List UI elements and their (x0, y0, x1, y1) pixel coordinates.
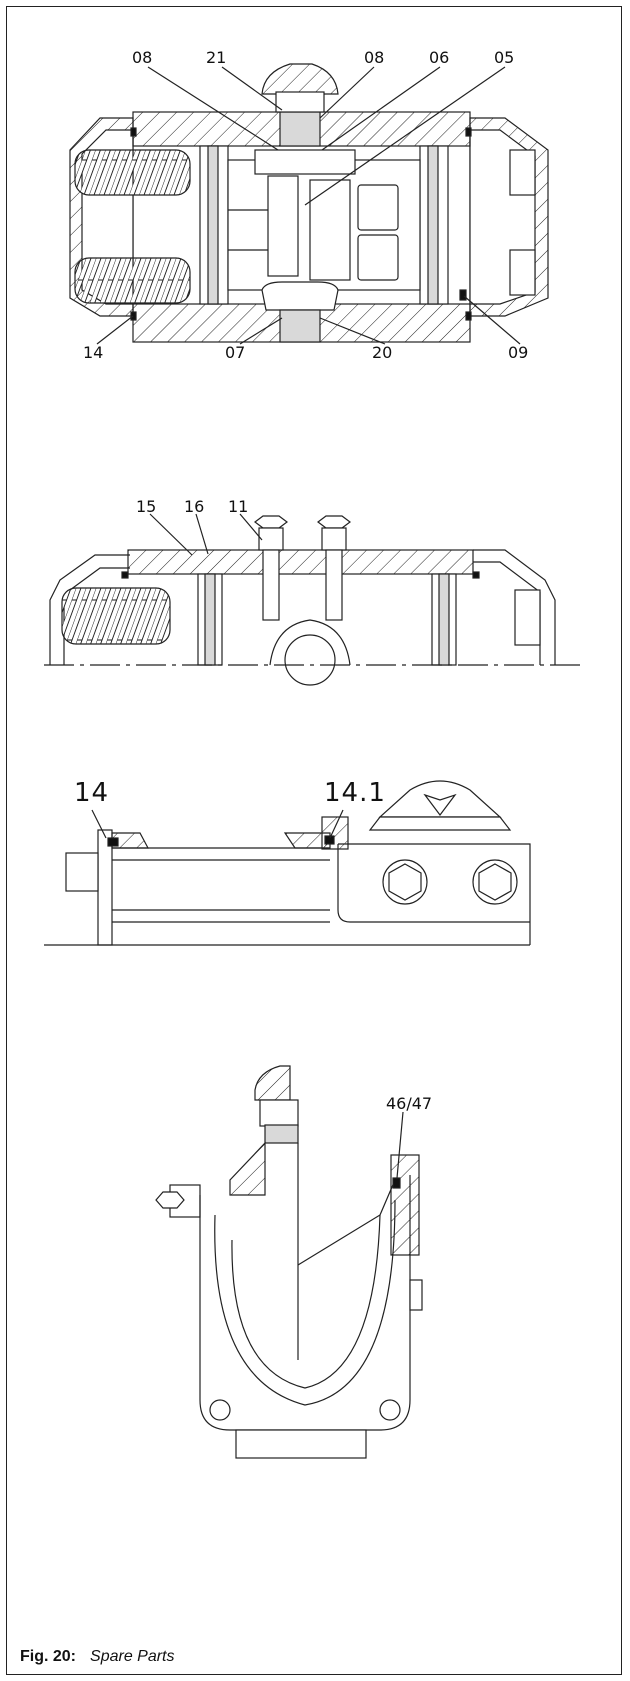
view-2-partial-section (44, 513, 585, 686)
callout-08-right: 08 (364, 48, 385, 67)
callout-14-1: 14.1 (324, 778, 386, 808)
callout-05: 05 (494, 48, 515, 67)
callout-15: 15 (136, 497, 157, 516)
callout-14-view3: 14 (74, 778, 110, 808)
view-4-side-section (155, 1065, 423, 1459)
figure-number: Fig. 20: (20, 1648, 77, 1665)
callout-08-left: 08 (132, 48, 153, 67)
view-1-cross-section (69, 63, 549, 345)
callout-20: 20 (372, 343, 393, 362)
callout-21: 21 (206, 48, 227, 67)
callout-06: 06 (429, 48, 450, 67)
callout-16: 16 (184, 497, 205, 516)
callout-09: 09 (508, 343, 529, 362)
callout-11: 11 (228, 497, 249, 516)
figure-caption: Fig. 20: Spare Parts (20, 1648, 175, 1666)
callout-46-47: 46/47 (386, 1094, 433, 1113)
view-3-end-cap-detail (44, 780, 531, 946)
callout-07: 07 (225, 343, 246, 362)
page-frame (6, 6, 622, 1675)
figure-title: Spare Parts (90, 1648, 175, 1665)
callout-14-view1: 14 (83, 343, 104, 362)
